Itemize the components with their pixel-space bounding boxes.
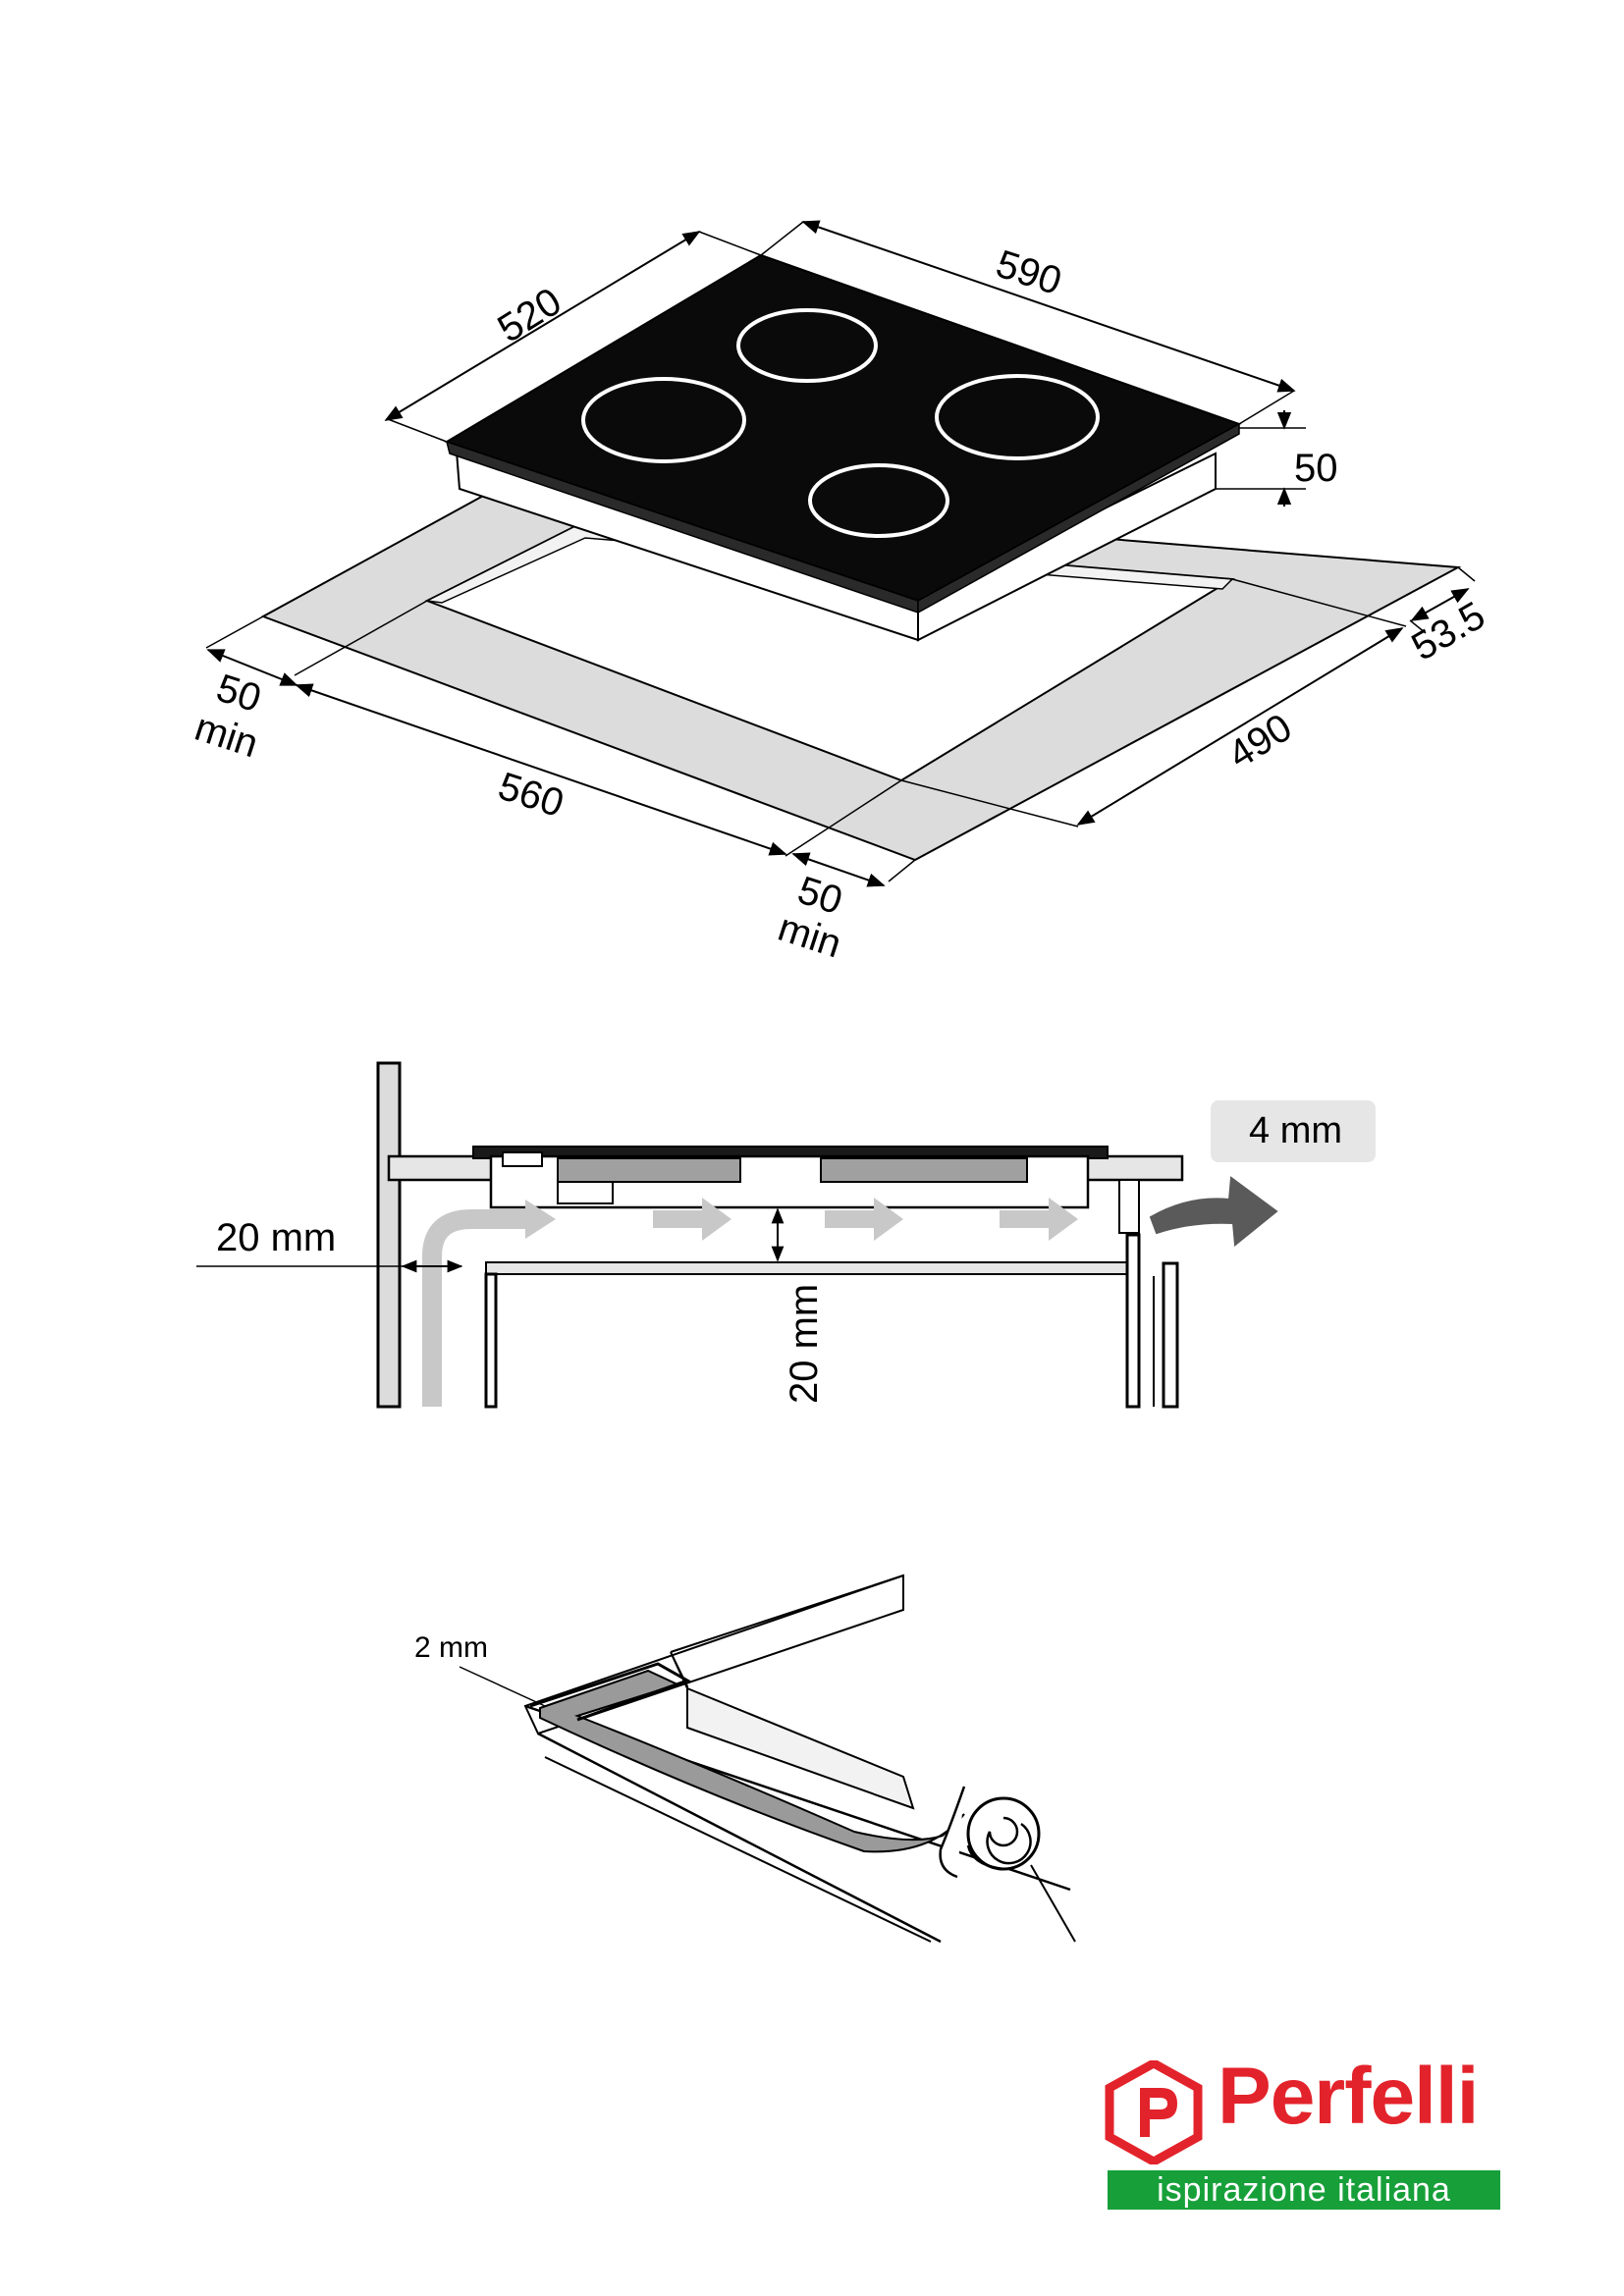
- cabinet-left-panel: [484, 1272, 498, 1409]
- ventilation-section-figure: 4 mm 20 mm 20 mm: [196, 1061, 1376, 1409]
- dimension-seal-thickness: 2 mm: [414, 1631, 546, 1707]
- dimension-air-gap: 20 mm: [771, 1207, 826, 1404]
- seal-roll: [939, 1786, 1041, 1879]
- brand-block: Perfelli ispirazione italiana: [1105, 2056, 1507, 2223]
- airflow-arrow-3: [1000, 1198, 1078, 1241]
- dimension-50-height: 50: [1216, 410, 1338, 507]
- airflow-up-arrow: [422, 1209, 525, 1407]
- hob-element-right: [820, 1157, 1028, 1183]
- cabinet-right-panel: [1125, 1233, 1141, 1409]
- dimension-wall-gap: 20 mm: [196, 1216, 463, 1273]
- dimension-seal-thickness-label: 2 mm: [414, 1631, 488, 1664]
- dimension-air-gap-label: 20 mm: [783, 1284, 826, 1404]
- hexagon-p-logo-icon: [1105, 2060, 1203, 2164]
- cabinet-door: [1162, 1261, 1179, 1409]
- brand-tagline: ispirazione italiana: [1108, 2170, 1500, 2210]
- hob-underside-bump: [557, 1181, 614, 1204]
- hob-element-left: [557, 1157, 741, 1183]
- gap-badge: [1211, 1100, 1376, 1162]
- hob-dimension-figure: 520 590 50 53.5 490 50 min: [189, 220, 1492, 966]
- airflow-arrow-1: [653, 1198, 731, 1241]
- front-clip: [1118, 1179, 1140, 1234]
- cooking-zone-front: [808, 463, 949, 538]
- hob-control-box: [502, 1151, 543, 1167]
- seal-strip-figure: 2 mm: [414, 1574, 1076, 1944]
- brand-name: Perfelli: [1218, 2052, 1479, 2141]
- gap-badge-label: 4 mm: [1249, 1110, 1342, 1151]
- seal-tape: [539, 1669, 965, 1853]
- airflow-arrow-2: [825, 1198, 903, 1241]
- hob-inner-body: [670, 1651, 915, 1810]
- back-wall: [376, 1061, 402, 1409]
- dimension-50-height-label: 50: [1294, 447, 1338, 490]
- exhaust-arrow: [1149, 1176, 1278, 1247]
- dimension-wall-gap-label: 20 mm: [216, 1216, 336, 1259]
